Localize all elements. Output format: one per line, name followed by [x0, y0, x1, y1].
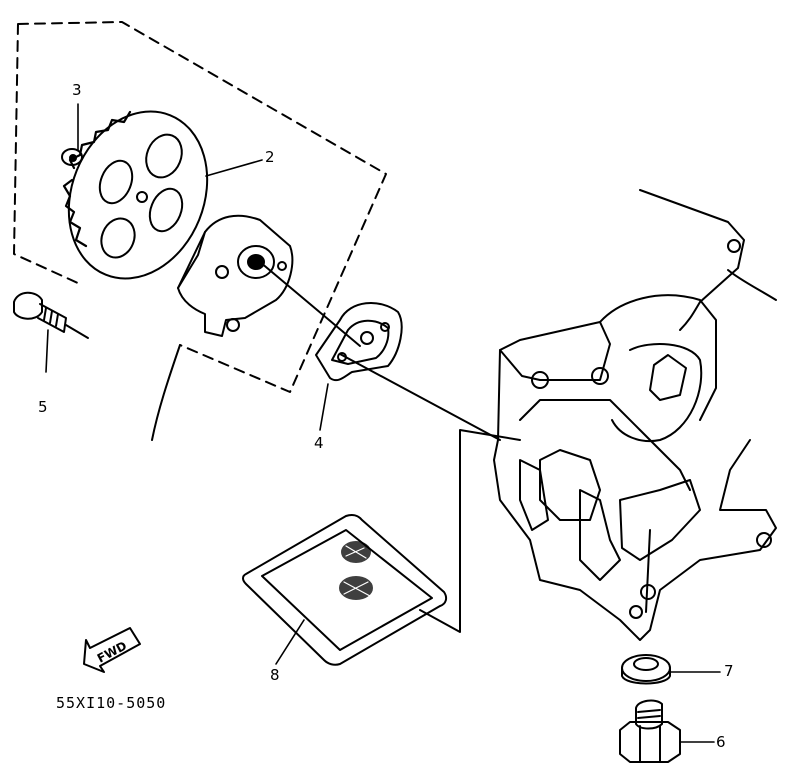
oil-pump-gasket — [315, 301, 501, 441]
drain-plug — [619, 699, 681, 763]
callout-2: 2 — [265, 148, 275, 166]
leader-4 — [319, 383, 329, 431]
oil-strainer — [242, 514, 448, 666]
bolt — [13, 291, 89, 339]
circlip — [61, 148, 83, 166]
leader-8 — [275, 619, 305, 665]
oil-pump-assembly — [177, 214, 361, 347]
callout-7: 7 — [724, 662, 734, 680]
assembly-boundary-dashed — [13, 21, 387, 393]
figure-code: 55XI10-5050 — [56, 694, 167, 712]
callout-4: 4 — [314, 434, 324, 452]
forward-direction-arrow: FWD — [83, 627, 141, 673]
drain-plug-washer — [621, 654, 671, 685]
leader-2 — [205, 159, 263, 177]
callout-8: 8 — [270, 666, 280, 684]
crankcase — [419, 189, 777, 641]
leader-bracket — [151, 344, 181, 441]
callout-6: 6 — [716, 733, 726, 751]
leader-5 — [45, 329, 49, 373]
oil-pump-driven-gear — [62, 110, 209, 280]
leader-lines — [45, 103, 721, 743]
callout-5: 5 — [38, 398, 48, 416]
callout-3: 3 — [72, 81, 82, 99]
